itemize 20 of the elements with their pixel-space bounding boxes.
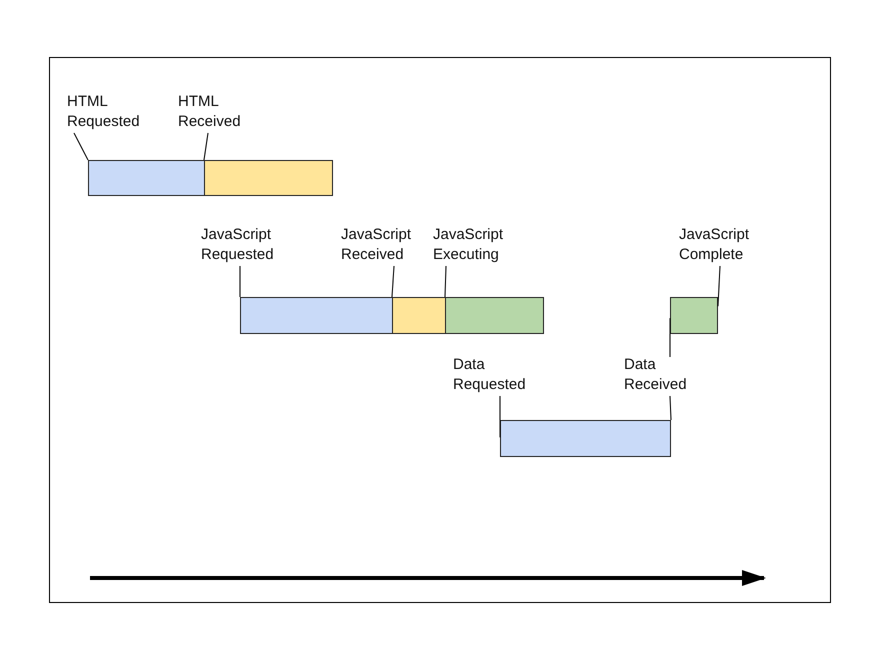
milestone-label: JavaScript Complete bbox=[679, 225, 765, 265]
milestone-label: JavaScript Requested bbox=[201, 225, 287, 265]
timeline-bar bbox=[392, 297, 446, 334]
timeline-bar bbox=[88, 160, 205, 196]
milestone-label: Data Requested bbox=[453, 355, 539, 395]
leader-line bbox=[74, 132, 88, 160]
milestone-label: Data Received bbox=[624, 355, 710, 395]
milestone-label: JavaScript Received bbox=[341, 225, 427, 265]
milestone-label: HTML Received bbox=[178, 92, 264, 132]
timeline-bar bbox=[500, 420, 671, 457]
leader-line bbox=[392, 266, 394, 298]
leader-line bbox=[670, 396, 672, 420]
timeline-bar bbox=[204, 160, 333, 196]
milestone-label: JavaScript Executing bbox=[433, 225, 519, 265]
milestone-label: HTML Requested bbox=[67, 92, 153, 132]
timeline-bar bbox=[670, 297, 718, 334]
leader-line bbox=[204, 132, 208, 160]
leader-line bbox=[444, 266, 446, 298]
timeline-bar bbox=[445, 297, 544, 334]
timeline-bar bbox=[240, 297, 393, 334]
